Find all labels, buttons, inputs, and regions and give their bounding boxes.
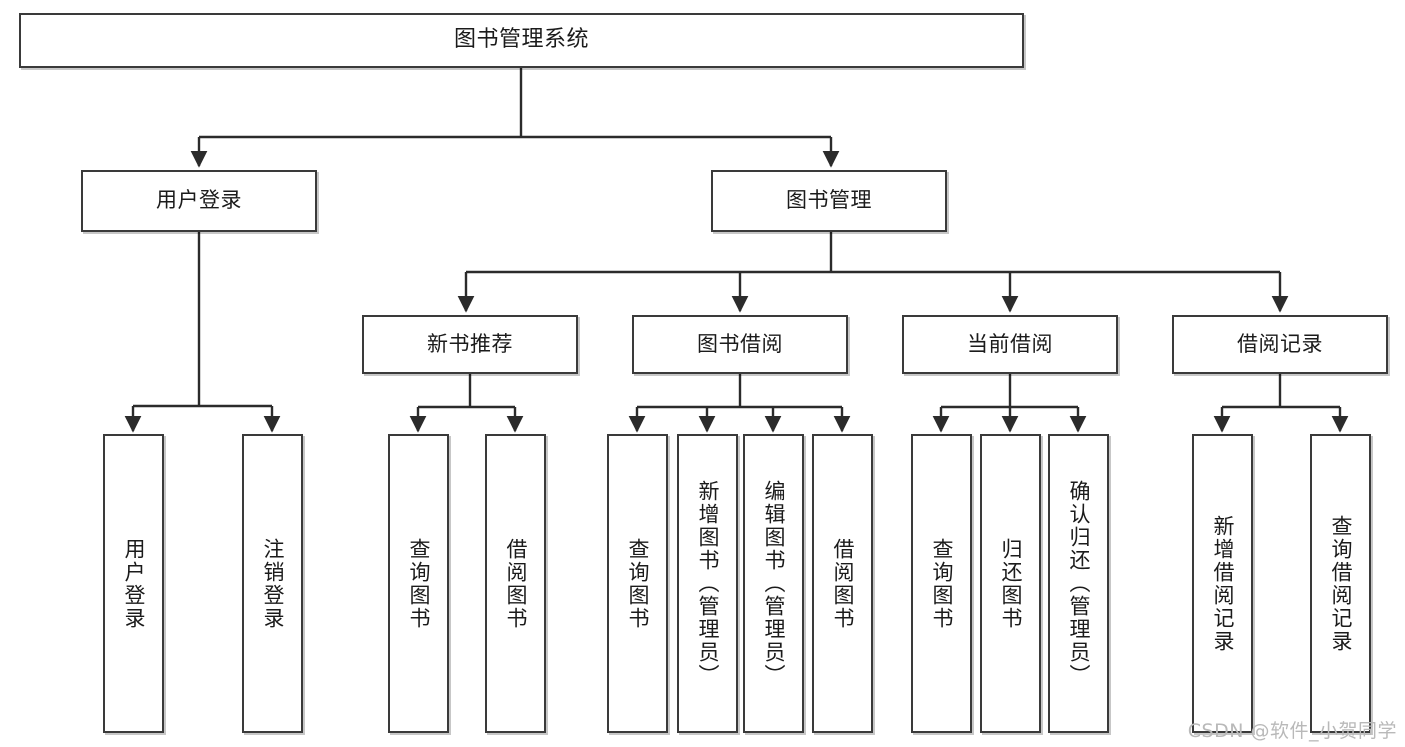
leaf-new-book-query-books[interactable]: 查询图书 xyxy=(388,434,449,733)
leaf-user-login-login[interactable]: 用户登录 xyxy=(103,434,164,733)
node-label: 新增借阅记录 xyxy=(1210,514,1235,653)
node-label: 借阅图书 xyxy=(503,537,528,630)
leaf-user-login-logout[interactable]: 注销登录 xyxy=(242,434,303,733)
node-borrowing-record[interactable]: 借阅记录 xyxy=(1172,315,1388,374)
watermark-text: CSDN @软件_小贺同学 xyxy=(1187,720,1397,742)
leaf-book-borrow-query-books[interactable]: 查询图书 xyxy=(607,434,668,733)
node-label: 新增图书（管理员） xyxy=(695,480,720,687)
node-label: 借阅图书 xyxy=(830,537,855,630)
leaf-borrow-record-query-record[interactable]: 查询借阅记录 xyxy=(1310,434,1371,733)
node-label: 当前借阅 xyxy=(967,331,1053,356)
node-label: 查询借阅记录 xyxy=(1328,514,1353,653)
node-label: 查询图书 xyxy=(625,537,650,630)
leaf-book-borrow-edit-book-admin[interactable]: 编辑图书（管理员） xyxy=(743,434,804,733)
leaf-current-borrow-return-books[interactable]: 归还图书 xyxy=(980,434,1041,733)
node-label: 图书管理 xyxy=(786,188,872,213)
leaf-current-borrow-confirm-return-admin[interactable]: 确认归还（管理员） xyxy=(1048,434,1109,733)
node-new-book-recommendation[interactable]: 新书推荐 xyxy=(362,315,578,374)
leaf-new-book-borrow-books[interactable]: 借阅图书 xyxy=(485,434,546,733)
node-label: 借阅记录 xyxy=(1237,331,1323,356)
leaf-book-borrow-borrow-books[interactable]: 借阅图书 xyxy=(812,434,873,733)
node-book-management[interactable]: 图书管理 xyxy=(711,170,947,232)
node-label: 图书借阅 xyxy=(697,331,783,356)
node-label: 确认归还（管理员） xyxy=(1066,480,1091,687)
node-label: 新书推荐 xyxy=(427,331,513,356)
node-root-book-management-system[interactable]: 图书管理系统 xyxy=(19,13,1024,68)
node-current-borrowing[interactable]: 当前借阅 xyxy=(902,315,1118,374)
node-book-borrowing[interactable]: 图书借阅 xyxy=(632,315,848,374)
node-label: 图书管理系统 xyxy=(453,27,589,53)
node-label: 注销登录 xyxy=(260,537,285,630)
node-label: 查询图书 xyxy=(929,537,954,630)
leaf-book-borrow-add-book-admin[interactable]: 新增图书（管理员） xyxy=(677,434,738,733)
node-label: 查询图书 xyxy=(406,537,431,630)
node-label: 编辑图书（管理员） xyxy=(761,480,786,687)
node-label: 归还图书 xyxy=(998,537,1023,630)
node-user-login[interactable]: 用户登录 xyxy=(81,170,317,232)
leaf-borrow-record-add-record[interactable]: 新增借阅记录 xyxy=(1192,434,1253,733)
node-label: 用户登录 xyxy=(121,537,146,630)
node-label: 用户登录 xyxy=(156,188,242,213)
leaf-current-borrow-query-books[interactable]: 查询图书 xyxy=(911,434,972,733)
